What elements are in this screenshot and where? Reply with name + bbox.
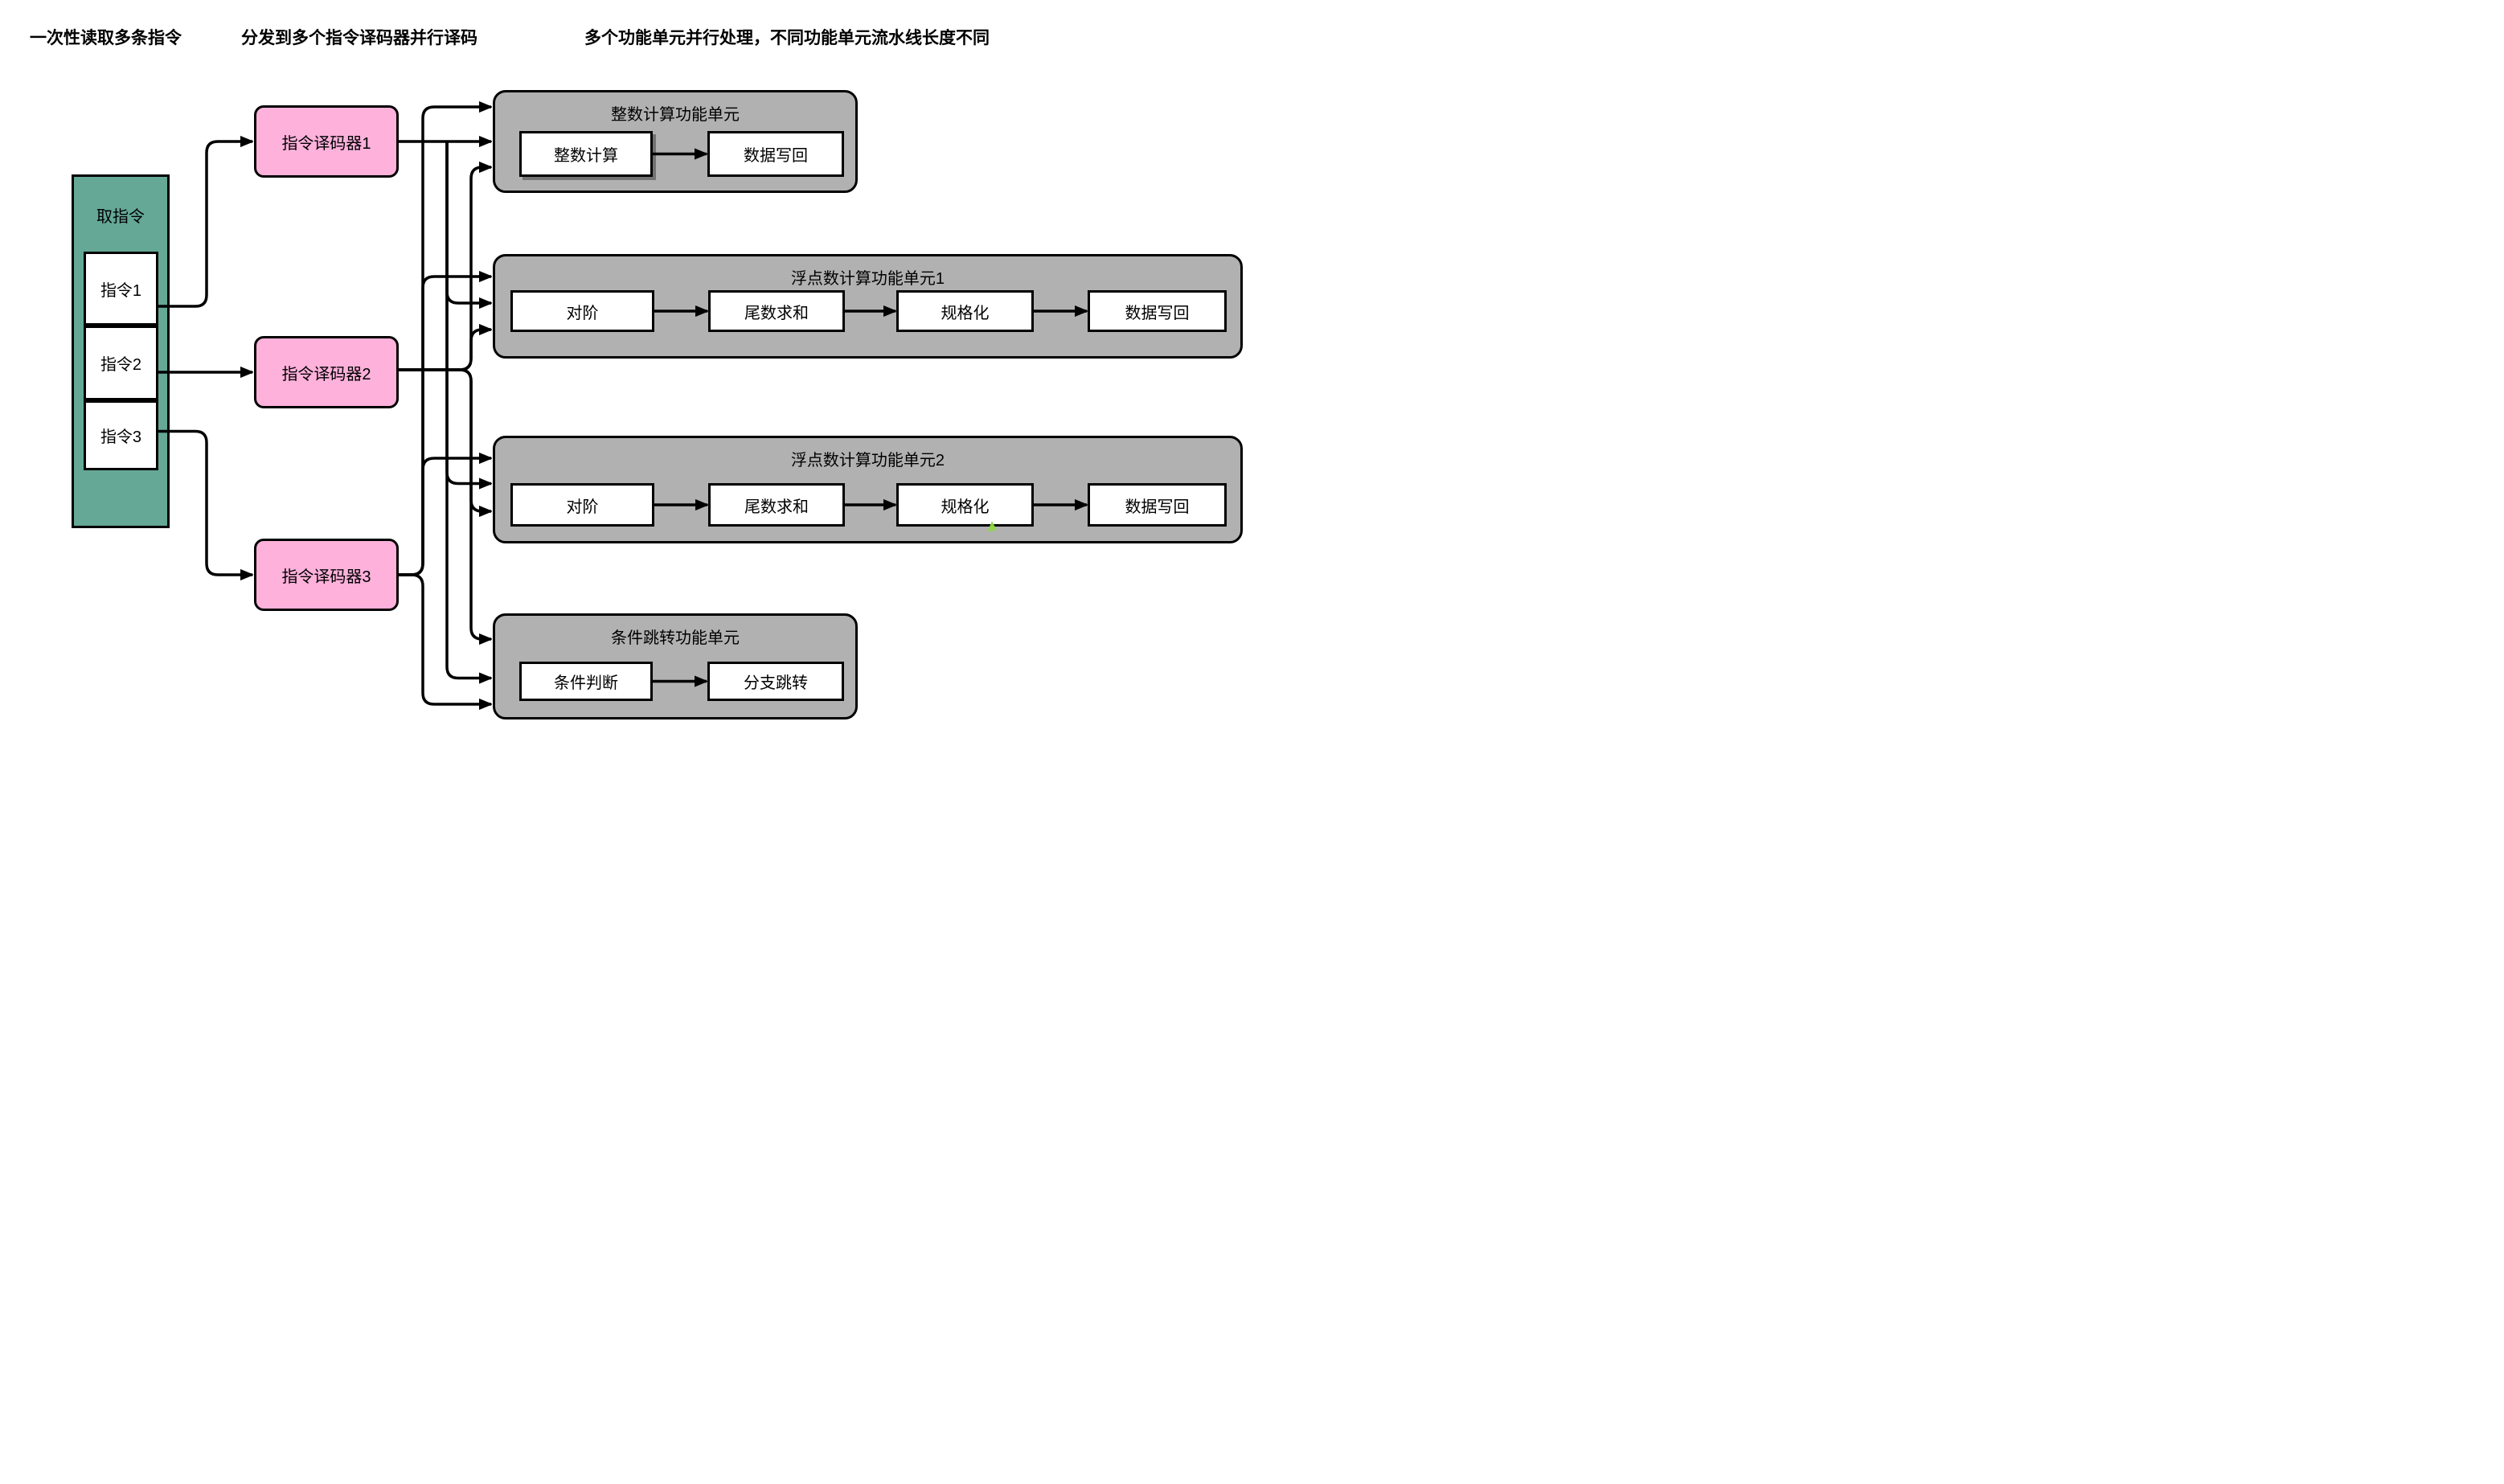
edge-decoder3-cond xyxy=(399,573,491,704)
integer-stage-writeback: 数据写回 xyxy=(707,131,844,177)
float-unit1-title: 浮点数计算功能单元1 xyxy=(790,270,945,288)
fetch-unit-title: 取指令 xyxy=(96,208,145,226)
instruction-2-box: 指令2 xyxy=(84,326,158,400)
fp2-stage-align: 对阶 xyxy=(510,483,654,527)
instruction-1-box: 指令1 xyxy=(84,252,158,326)
decoder-3-box: 指令译码器3 xyxy=(254,539,399,611)
fp1-stage-mantissa-add: 尾数求和 xyxy=(708,290,845,332)
edge-decoder2-cond xyxy=(399,368,491,639)
fp2-stage-writeback: 数据写回 xyxy=(1088,483,1227,527)
edge-instr3-decoder3 xyxy=(158,429,252,576)
edge-decoder2-int xyxy=(399,167,491,371)
cond-unit-title: 条件跳转功能单元 xyxy=(611,629,740,647)
decoder-2-box: 指令译码器2 xyxy=(254,336,399,408)
annotation-fetch: 一次性读取多条指令 xyxy=(30,29,182,47)
edge-decoder3-fp1 xyxy=(399,277,491,576)
edge-decoder3-fp2 xyxy=(399,458,491,576)
edge-decoder2-fp1 xyxy=(399,330,491,371)
edge-decoder1-fp2 xyxy=(445,141,491,484)
edge-decoder1-cond xyxy=(445,141,491,678)
edge-decoder1-fp1 xyxy=(445,141,491,303)
edge-decoder3-int xyxy=(399,107,491,576)
fp1-stage-align: 对阶 xyxy=(510,290,654,332)
edge-decoder2-fp2 xyxy=(399,368,491,511)
integer-stage-compute: 整数计算 xyxy=(519,131,653,177)
annotation-execute: 多个功能单元并行处理，不同功能单元流水线长度不同 xyxy=(584,29,990,47)
fp2-stage-normalize: 规格化 xyxy=(896,483,1034,527)
edge-instr1-decoder1 xyxy=(158,141,252,308)
decoder-1-box: 指令译码器1 xyxy=(254,105,399,178)
fp2-stage-mantissa-add: 尾数求和 xyxy=(708,483,845,527)
instruction-3-box: 指令3 xyxy=(84,400,158,470)
cond-stage-branch: 分支跳转 xyxy=(707,662,844,701)
annotation-dispatch: 分发到多个指令译码器并行译码 xyxy=(241,29,477,47)
diagram-canvas: 一次性读取多条指令 分发到多个指令译码器并行译码 多个功能单元并行处理，不同功能… xyxy=(0,0,1252,742)
fp1-stage-writeback: 数据写回 xyxy=(1088,290,1227,332)
integer-unit-title: 整数计算功能单元 xyxy=(611,106,740,124)
cond-stage-judge: 条件判断 xyxy=(519,662,653,701)
fp1-stage-normalize: 规格化 xyxy=(896,290,1034,332)
float-unit2-title: 浮点数计算功能单元2 xyxy=(790,452,945,469)
